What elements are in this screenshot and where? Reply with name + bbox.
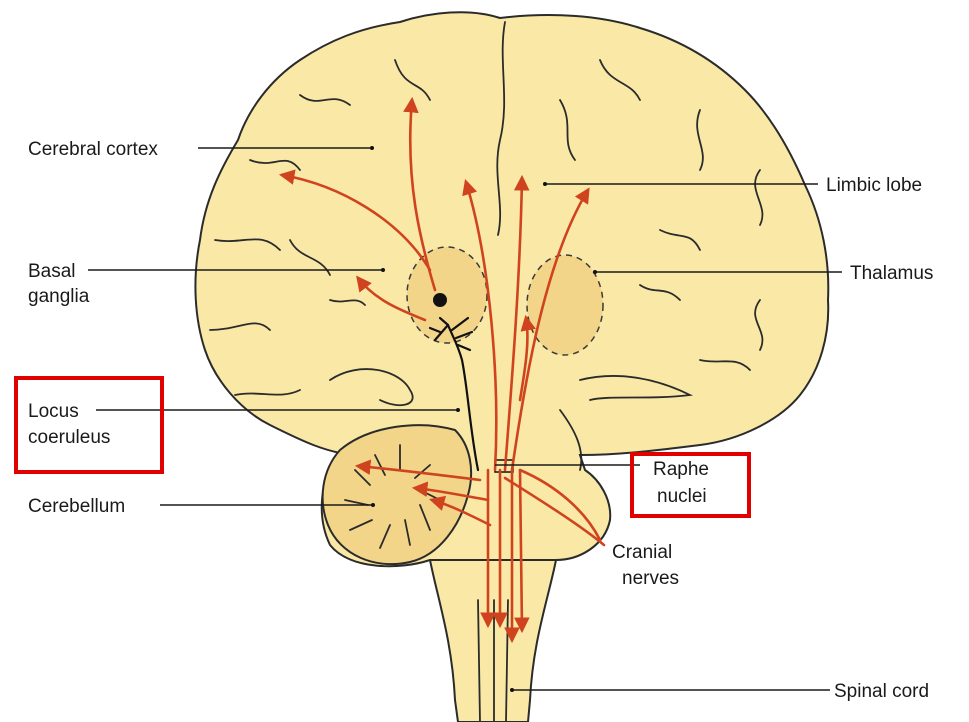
label-basal-ganglia-line2: ganglia [28, 286, 90, 307]
label-cranial-nerves-line1: Cranial [612, 542, 672, 563]
label-cerebellum: Cerebellum [28, 496, 125, 517]
label-spinal-cord: Spinal cord [834, 681, 929, 702]
label-thalamus: Thalamus [850, 263, 933, 284]
thalamus-nucleus [527, 255, 603, 355]
label-locus-coeruleus-line1: Locus [28, 401, 79, 422]
label-basal-ganglia-line1: Basal [28, 261, 76, 282]
locus-coeruleus-highlight-box [16, 378, 162, 472]
spinal-cord-shape [430, 560, 556, 722]
label-raphe-nuclei-line2: nuclei [657, 486, 707, 507]
label-locus-coeruleus-line2: coeruleus [28, 427, 110, 448]
basal-ganglia-nucleus [407, 247, 487, 343]
label-cranial-nerves-line2: nerves [622, 568, 679, 589]
label-cerebral-cortex: Cerebral cortex [28, 139, 158, 160]
label-limbic-lobe: Limbic lobe [826, 175, 922, 196]
label-raphe-nuclei-line1: Raphe [653, 459, 709, 480]
